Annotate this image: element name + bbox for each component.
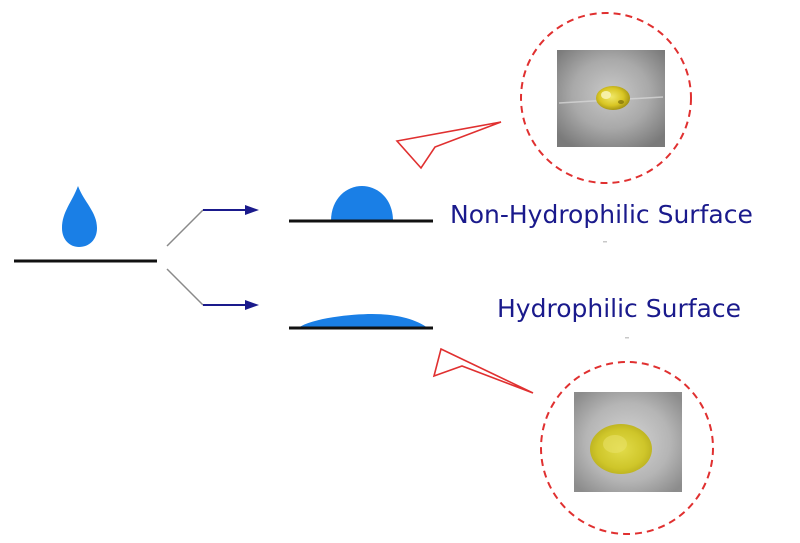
beaded-droplet	[331, 186, 393, 221]
callout-arrow-top	[395, 121, 502, 170]
branch-connector-top	[166, 209, 204, 247]
callout-arrow-bottom	[432, 347, 534, 394]
hydrophilic-surface-label: Hydrophilic Surface	[497, 294, 741, 323]
water-drop-icon	[62, 186, 97, 247]
yellow-droplet	[596, 86, 630, 110]
non-hydrophilic-surface-label: Non-Hydrophilic Surface	[450, 200, 753, 229]
arrow-right-icon	[203, 300, 259, 310]
spread-droplet	[298, 314, 428, 328]
branch-connector-bottom	[166, 268, 204, 306]
arrow-right-icon	[203, 205, 259, 215]
